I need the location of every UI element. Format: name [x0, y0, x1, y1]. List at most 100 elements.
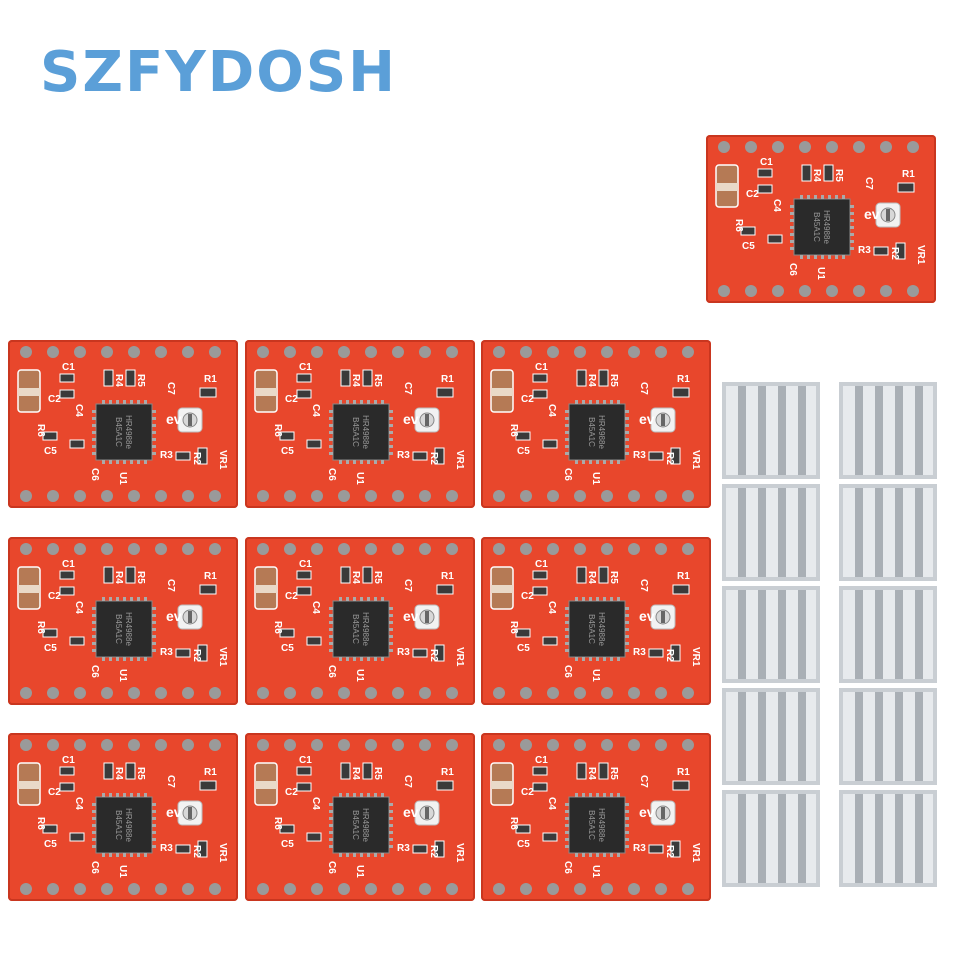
svg-text:R1: R1: [902, 169, 915, 180]
heatsink-artwork: [722, 484, 820, 581]
svg-text:ev: ev: [166, 804, 182, 820]
potentiometer: [650, 407, 676, 433]
board-artwork: HR4988e B45A1C C1 C2 C4 C5 C6 C7 R1 R2 R…: [490, 346, 701, 502]
heatsink-artwork: [722, 790, 820, 887]
top-header-pins: [718, 141, 919, 153]
svg-text:R6: R6: [272, 621, 283, 634]
svg-text:R4: R4: [350, 571, 361, 584]
svg-text:R1: R1: [441, 571, 454, 582]
svg-text:R2: R2: [664, 452, 675, 465]
svg-text:U1: U1: [354, 472, 365, 485]
svg-text:C5: C5: [44, 643, 57, 654]
svg-text:C2: C2: [285, 394, 298, 405]
heatsink: [839, 790, 937, 887]
svg-text:VR1: VR1: [915, 245, 926, 265]
potentiometer: [414, 800, 440, 826]
svg-text:C2: C2: [746, 189, 759, 200]
svg-text:R3: R3: [160, 450, 173, 461]
svg-text:R6: R6: [508, 424, 519, 437]
heatsink-artwork: [839, 382, 937, 479]
svg-text:C4: C4: [310, 797, 321, 810]
heatsink: [722, 790, 820, 887]
svg-text:B45A1C: B45A1C: [114, 614, 123, 644]
bottom-header-pins: [20, 687, 221, 699]
heatsink-artwork: [839, 790, 937, 887]
heatsink-artwork: [839, 688, 937, 785]
svg-text:R1: R1: [204, 767, 217, 778]
svg-text:HR4988e: HR4988e: [124, 415, 133, 449]
svg-text:U1: U1: [590, 865, 601, 878]
svg-text:R2: R2: [191, 452, 202, 465]
svg-text:R4: R4: [113, 571, 124, 584]
svg-text:ev: ev: [166, 411, 182, 427]
svg-text:C5: C5: [742, 241, 755, 252]
heatsink: [839, 484, 937, 581]
svg-text:B45A1C: B45A1C: [351, 614, 360, 644]
svg-text:R4: R4: [113, 767, 124, 780]
heatsink: [722, 586, 820, 683]
svg-text:C6: C6: [562, 468, 573, 481]
bottom-header-pins: [20, 883, 221, 895]
svg-text:R6: R6: [35, 817, 46, 830]
bottom-header-pins: [257, 687, 458, 699]
svg-text:R2: R2: [889, 247, 900, 260]
svg-text:C4: C4: [310, 404, 321, 417]
svg-text:U1: U1: [815, 267, 826, 280]
svg-text:ev: ev: [639, 804, 655, 820]
board-artwork: HR4988e B45A1C C1 C2 C4 C5 C6 C7 R1 R2 R…: [254, 346, 465, 502]
driver-chip: HR4988e B45A1C: [92, 793, 156, 857]
svg-text:HR4988e: HR4988e: [822, 210, 831, 244]
svg-text:R2: R2: [191, 845, 202, 858]
svg-text:C2: C2: [48, 394, 61, 405]
svg-text:C4: C4: [546, 404, 557, 417]
driver-chip: HR4988e B45A1C: [329, 597, 393, 661]
svg-text:ev: ev: [639, 411, 655, 427]
svg-text:R2: R2: [664, 845, 675, 858]
svg-text:R4: R4: [350, 374, 361, 387]
svg-text:C7: C7: [402, 775, 413, 788]
board-artwork: HR4988e B45A1C C1 C2 C4 C5 C6 C7 R1 R2 R…: [490, 543, 701, 699]
heatsink: [722, 382, 820, 479]
stepper-driver-board: HR4988e B45A1C C1 C2 C4 C5 C6 C7 R1 R2 R…: [481, 340, 711, 508]
svg-text:ev: ev: [403, 411, 419, 427]
svg-text:HR4988e: HR4988e: [597, 808, 606, 842]
svg-text:U1: U1: [117, 669, 128, 682]
svg-text:R5: R5: [608, 571, 619, 584]
heatsink-artwork: [839, 586, 937, 683]
svg-text:B45A1C: B45A1C: [587, 810, 596, 840]
svg-text:R5: R5: [833, 169, 844, 182]
heatsink-artwork: [722, 586, 820, 683]
svg-text:R5: R5: [135, 571, 146, 584]
svg-text:R5: R5: [372, 571, 383, 584]
svg-text:R5: R5: [135, 767, 146, 780]
top-header-pins: [493, 346, 694, 358]
svg-text:R6: R6: [35, 424, 46, 437]
stepper-driver-board: HR4988e B45A1C C1 C2 C4 C5 C6 C7 R1 R2 R…: [706, 135, 936, 303]
svg-text:R4: R4: [586, 571, 597, 584]
heatsink: [839, 688, 937, 785]
svg-text:C7: C7: [638, 775, 649, 788]
svg-text:ev: ev: [864, 206, 880, 222]
svg-text:C5: C5: [281, 839, 294, 850]
svg-text:ev: ev: [403, 804, 419, 820]
svg-text:C5: C5: [44, 446, 57, 457]
svg-text:R3: R3: [633, 450, 646, 461]
stepper-driver-board: HR4988e B45A1C C1 C2 C4 C5 C6 C7 R1 R2 R…: [8, 733, 238, 901]
top-header-pins: [257, 543, 458, 555]
svg-text:C4: C4: [310, 601, 321, 614]
svg-text:C2: C2: [521, 787, 534, 798]
svg-text:R1: R1: [204, 374, 217, 385]
top-header-pins: [20, 739, 221, 751]
board-artwork: HR4988e B45A1C C1 C2 C4 C5 C6 C7 R1 R2 R…: [17, 543, 228, 699]
svg-text:R5: R5: [135, 374, 146, 387]
heatsink-artwork: [722, 382, 820, 479]
svg-text:VR1: VR1: [454, 843, 465, 863]
svg-text:HR4988e: HR4988e: [124, 808, 133, 842]
svg-text:C6: C6: [326, 468, 337, 481]
svg-text:B45A1C: B45A1C: [351, 417, 360, 447]
svg-text:C6: C6: [326, 665, 337, 678]
svg-text:U1: U1: [590, 472, 601, 485]
driver-chip: HR4988e B45A1C: [565, 793, 629, 857]
svg-text:VR1: VR1: [454, 647, 465, 667]
svg-text:C2: C2: [521, 394, 534, 405]
